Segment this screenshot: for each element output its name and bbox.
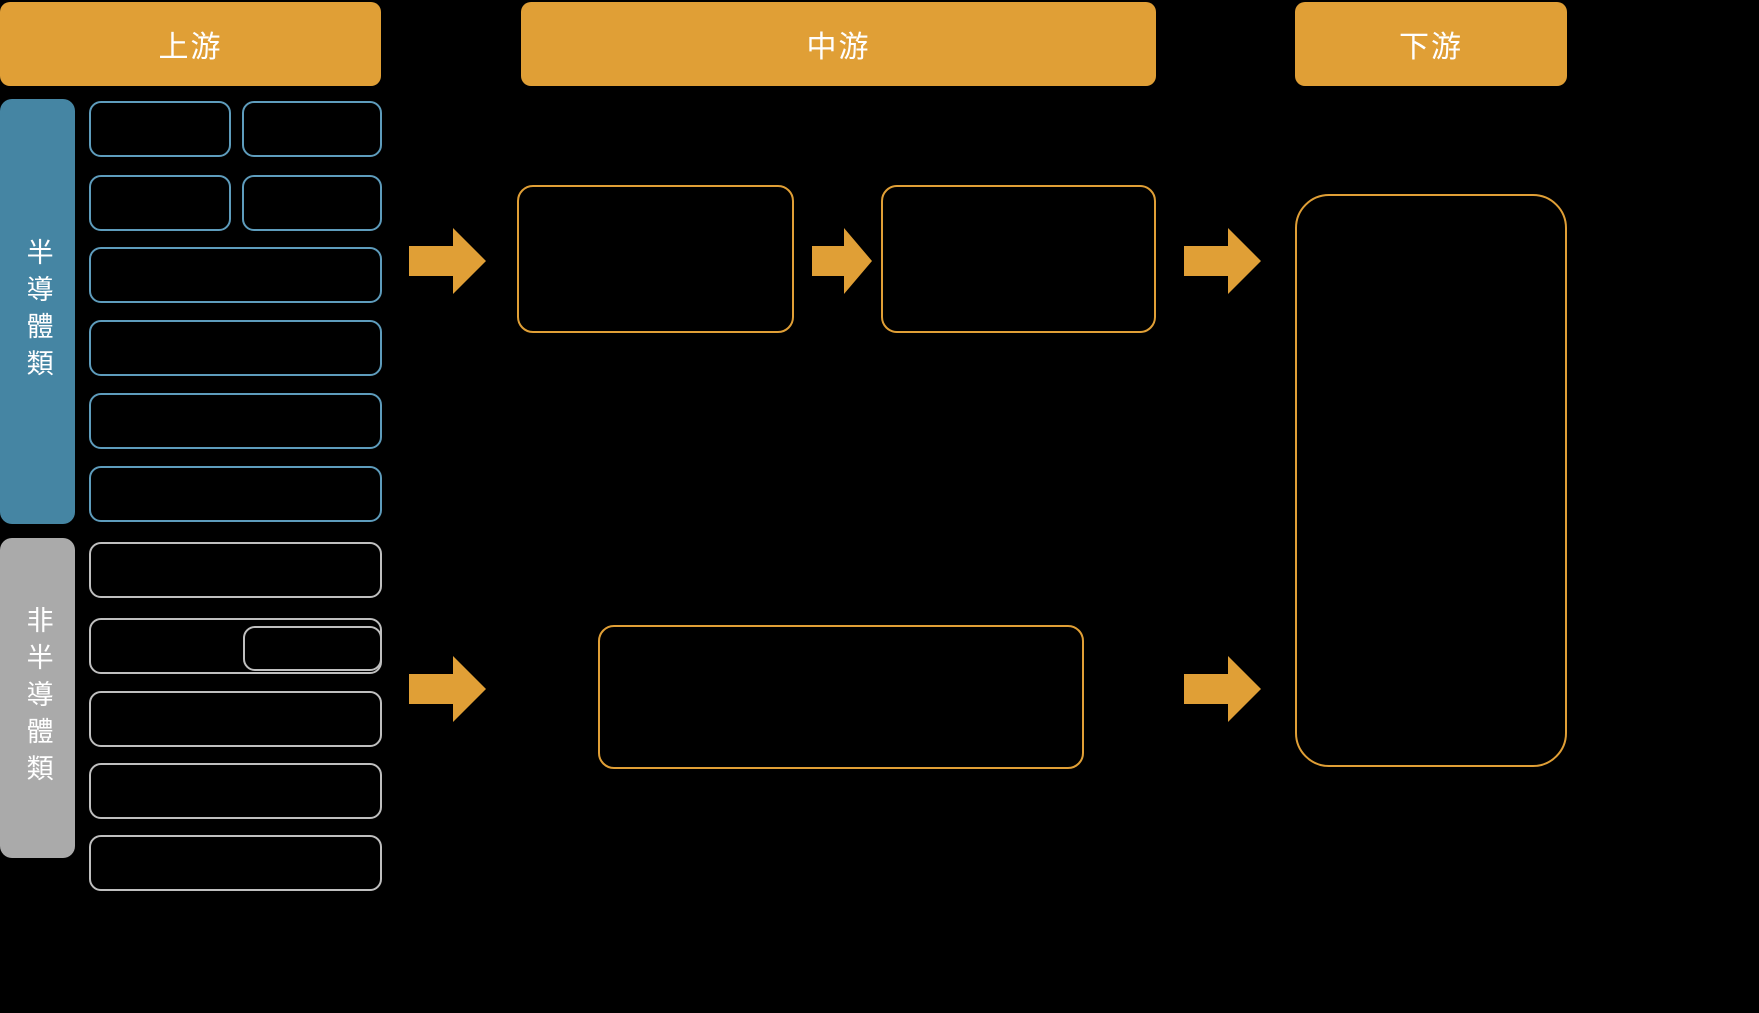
upstream-non-semiconductor-node-5[interactable] [89,835,382,891]
upstream-semiconductor-node-6[interactable] [89,320,382,376]
midstream-non-semiconductor-node-1[interactable] [598,625,1084,769]
arrow-upstream-to-midstream-non-semiconductor [409,656,486,722]
upstream-semiconductor-node-7[interactable] [89,393,382,449]
category-sidebar-non-semiconductor[interactable]: 非半導體類 [0,538,75,858]
category-semiconductor-label: 半導體類 [22,237,53,386]
upstream-non-semiconductor-node-1[interactable] [89,542,382,598]
midstream-semiconductor-node-1[interactable] [517,185,794,333]
upstream-semiconductor-node-8[interactable] [89,466,382,522]
upstream-semiconductor-node-1[interactable] [89,101,231,157]
upstream-semiconductor-node-5[interactable] [89,247,382,303]
arrow-midstream-to-downstream-non-semiconductor [1184,656,1261,722]
category-non-semiconductor-label: 非半導體類 [22,605,53,791]
category-sidebar-semiconductor[interactable]: 半導體類 [0,99,75,524]
header-midstream[interactable]: 中游 [521,2,1156,86]
upstream-non-semiconductor-node-2-inner[interactable] [243,626,382,671]
upstream-semiconductor-node-4[interactable] [242,175,382,231]
arrow-midstream-semiconductor-1-to-2 [812,228,872,294]
arrow-upstream-to-midstream-semiconductor [409,228,486,294]
header-upstream-label: 上游 [158,31,223,64]
header-midstream-label: 中游 [806,31,871,64]
upstream-semiconductor-node-3[interactable] [89,175,231,231]
midstream-semiconductor-node-2[interactable] [881,185,1156,333]
arrow-midstream-to-downstream-semiconductor [1184,228,1261,294]
upstream-non-semiconductor-node-4[interactable] [89,763,382,819]
header-downstream[interactable]: 下游 [1295,2,1567,86]
header-downstream-label: 下游 [1399,31,1463,64]
upstream-semiconductor-node-2[interactable] [242,101,382,157]
upstream-non-semiconductor-node-3[interactable] [89,691,382,747]
downstream-node-1[interactable] [1295,194,1567,767]
header-upstream[interactable]: 上游 [0,2,381,86]
